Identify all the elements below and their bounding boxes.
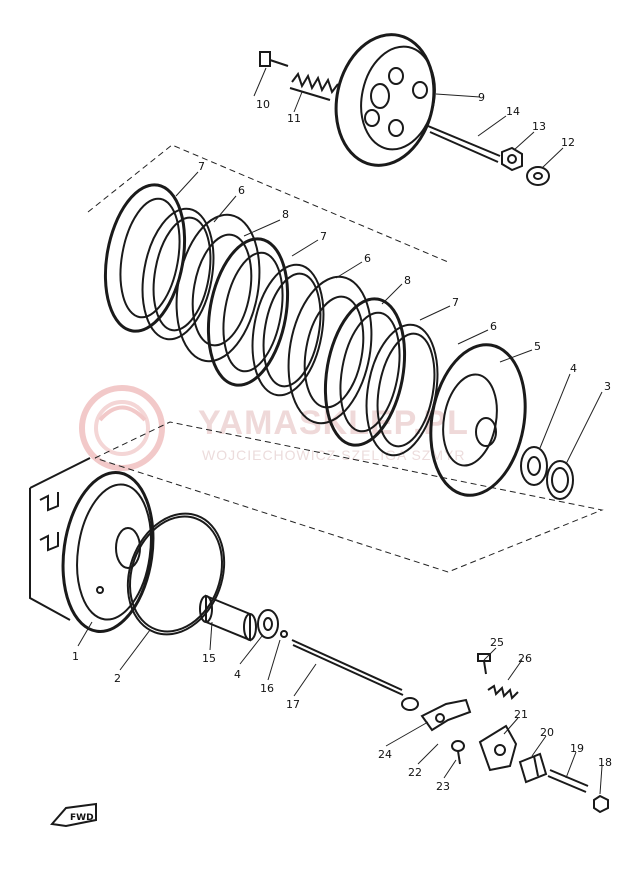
thrust-washer (520, 446, 548, 486)
basket-group-outline (94, 421, 604, 573)
adjuster-bracket (478, 724, 518, 772)
callout-20: 20 (540, 726, 554, 739)
spacer-sleeve (199, 594, 257, 642)
callout-10: 10 (256, 98, 270, 111)
callout-5: 5 (534, 340, 541, 353)
callout-numbers: 10 11 9 14 13 12 7 6 8 7 6 8 7 6 5 4 3 1… (72, 91, 612, 793)
adjust-screw (518, 752, 548, 784)
thrust-washer-small (257, 609, 279, 639)
o-ring (126, 512, 226, 636)
watermark-subtitle: WOJCIECHOWICZ SZELIGA SZMYR (202, 447, 465, 463)
washer-top (526, 166, 550, 186)
pressure-plate (334, 33, 436, 167)
spring-bolt (259, 51, 289, 67)
callout-24: 24 (378, 748, 392, 761)
primary-driven-gear-housing (29, 457, 155, 633)
push-rod-short (427, 125, 501, 163)
cushion-plate (287, 275, 373, 425)
leader-lines (77, 67, 603, 795)
adjust-nut (593, 794, 609, 814)
callout-7-top: 7 (198, 160, 205, 173)
friction-plate (206, 237, 290, 387)
push-rod-long (291, 639, 404, 696)
callout-17: 17 (286, 698, 300, 711)
forward-arrow-icon: FWD (50, 802, 97, 828)
callout-8-mid: 8 (404, 274, 411, 287)
ball (280, 630, 288, 638)
callout-14: 14 (506, 105, 520, 118)
callout-4-lower: 4 (234, 668, 241, 681)
friction-plate (323, 297, 407, 447)
callout-25: 25 (490, 636, 504, 649)
callout-6-top: 6 (238, 184, 245, 197)
lock-nut (501, 146, 523, 172)
push-lever (420, 698, 472, 732)
watermark-logo-icon (79, 385, 165, 471)
adjust-bolt (547, 769, 589, 793)
callout-1: 1 (72, 650, 79, 663)
callout-6-low: 6 (490, 320, 497, 333)
callout-15: 15 (202, 652, 216, 665)
callout-2: 2 (114, 672, 121, 685)
callout-26: 26 (518, 652, 532, 665)
callout-12: 12 (561, 136, 575, 149)
callout-11: 11 (287, 112, 301, 125)
callout-21: 21 (514, 708, 528, 721)
callout-7-mid: 7 (320, 230, 327, 243)
cushion-plate (175, 213, 261, 363)
forward-label: FWD (70, 813, 94, 823)
callout-6-mid: 6 (364, 252, 371, 265)
return-spring (487, 684, 519, 700)
callout-22: 22 (408, 766, 422, 779)
callout-23: 23 (436, 780, 450, 793)
callout-3: 3 (604, 380, 611, 393)
callout-13: 13 (532, 120, 546, 133)
callout-16: 16 (260, 682, 274, 695)
plates-group-outline (87, 144, 449, 263)
callout-7-low: 7 (452, 296, 459, 309)
clutch-spring (289, 71, 339, 101)
callout-8-top: 8 (282, 208, 289, 221)
watermark: YAMASKLEP.PL WOJCIECHOWICZ SZELIGA SZMYR (79, 385, 468, 471)
callout-4-upper: 4 (570, 362, 577, 375)
callout-19: 19 (570, 742, 584, 755)
clutch-plate (251, 263, 325, 397)
clutch-boss (429, 343, 527, 497)
callout-9: 9 (478, 91, 485, 104)
bolt-23 (451, 740, 465, 765)
circlip (546, 460, 574, 500)
callout-18: 18 (598, 756, 612, 769)
push-rod-seal (401, 697, 419, 711)
screw-25 (477, 653, 491, 675)
clutch-plate (141, 207, 215, 341)
